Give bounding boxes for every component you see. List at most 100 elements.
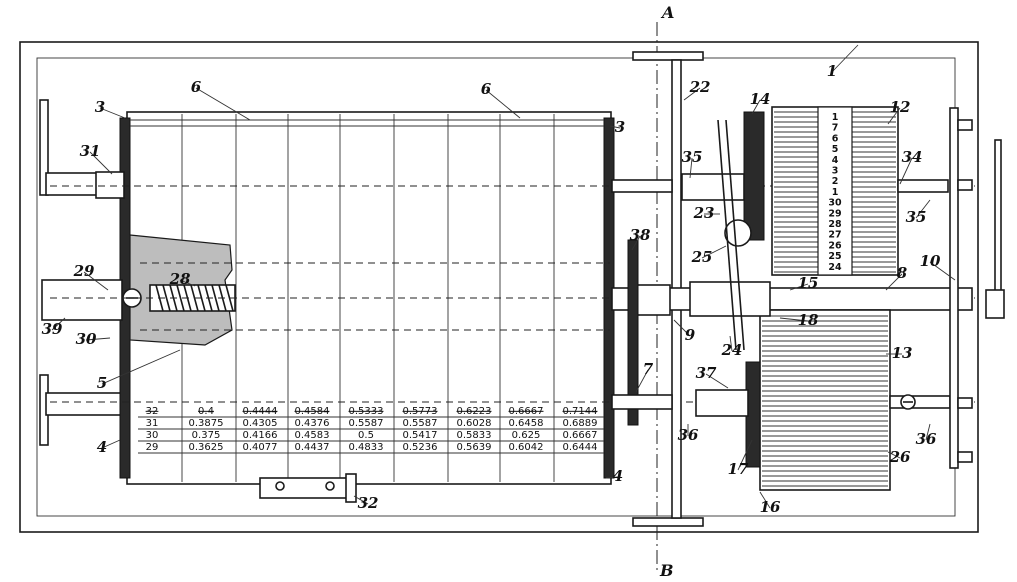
part-label: 28 xyxy=(169,270,191,288)
table-key: 31 xyxy=(146,418,159,429)
part-label: 3 xyxy=(95,98,105,116)
part-label: 6 xyxy=(191,78,202,96)
table-key: 30 xyxy=(146,430,159,441)
axis-label-b: B xyxy=(659,561,674,580)
part-label: 8 xyxy=(897,264,908,282)
part-label: 4 xyxy=(97,438,107,456)
axis-label-a: A xyxy=(660,3,674,22)
right-supports xyxy=(949,107,1005,469)
table-cell: 0.6458 xyxy=(509,418,544,429)
table-cell: 0.6444 xyxy=(563,442,598,453)
table-cell: 0.3875 xyxy=(189,418,224,429)
part-label: 15 xyxy=(798,274,819,292)
part-label: 12 xyxy=(890,98,911,116)
collar-31 xyxy=(95,171,125,199)
table-cell: 0.5587 xyxy=(403,418,438,429)
part-label: 9 xyxy=(685,326,696,344)
part-label: 7 xyxy=(643,360,654,378)
right-shafts xyxy=(681,119,951,417)
drum-table: 32 0.4 0.4444 0.4584 0.5333 0.5773 0.6223 0.666… xyxy=(138,406,604,454)
part-label: 18 xyxy=(798,311,819,329)
table-cell: 0.4 xyxy=(198,406,214,417)
part-label: 3 xyxy=(615,118,625,136)
part-label: 31 xyxy=(80,142,101,160)
table-cell: 0.5833 xyxy=(457,430,492,441)
scale-number: 5 xyxy=(832,144,839,155)
table-cell: 0.5 xyxy=(358,430,374,441)
scale-number: 24 xyxy=(828,262,842,273)
scale-number: 30 xyxy=(828,198,842,209)
table-cell: 0.5773 xyxy=(403,406,438,417)
table-cell: 0.4584 xyxy=(295,406,330,417)
table-cell: 0.6042 xyxy=(509,442,544,453)
scale-number: 2 xyxy=(832,176,839,187)
table-cell: 0.5236 xyxy=(403,442,438,453)
part-label: 39 xyxy=(42,320,63,338)
table-cell: 0.4583 xyxy=(295,430,330,441)
part-label: 13 xyxy=(892,344,913,362)
part-label: 26 xyxy=(889,448,911,466)
base-frame xyxy=(19,41,979,533)
table-cell: 0.4833 xyxy=(349,442,384,453)
table-cell: 0.5639 xyxy=(457,442,492,453)
part-label: 1 xyxy=(827,62,837,80)
screw-cutaway xyxy=(41,234,236,346)
scale-number: 1 xyxy=(832,112,839,123)
part-label: 4 xyxy=(613,467,623,485)
drum-13 xyxy=(759,309,891,491)
scale-number: 25 xyxy=(828,251,841,262)
part-label: 36 xyxy=(916,430,937,448)
table-cell: 0.6028 xyxy=(457,418,492,429)
scale-number: 6 xyxy=(832,133,839,144)
scale-number: 4 xyxy=(832,155,839,166)
table-cell: 0.5587 xyxy=(349,418,384,429)
scale-number: 7 xyxy=(832,123,839,134)
scale-number: 29 xyxy=(828,208,841,219)
table-cell: 0.6889 xyxy=(563,418,598,429)
table-cell: 0.4077 xyxy=(243,442,278,453)
table-cell: 0.4305 xyxy=(243,418,278,429)
part-label: 35 xyxy=(682,148,703,166)
part-label: 36 xyxy=(678,426,699,444)
table-key: 32 xyxy=(146,406,159,417)
part-label: 16 xyxy=(760,498,781,516)
part-label: 29 xyxy=(73,262,95,280)
table-cell: 0.7144 xyxy=(563,406,598,417)
table-key: 29 xyxy=(146,442,159,453)
part-label: 6 xyxy=(481,80,492,98)
part-label: 14 xyxy=(750,90,771,108)
table-cell: 0.4444 xyxy=(243,406,278,417)
scale-number: 28 xyxy=(828,219,842,230)
part-label: 23 xyxy=(693,204,715,222)
scale-number: 1 xyxy=(832,187,839,198)
scale-number: 3 xyxy=(832,166,839,177)
clamp-32 xyxy=(259,473,357,503)
table-cell: 0.3625 xyxy=(189,442,224,453)
part-label: 24 xyxy=(721,341,743,359)
table-cell: 0.6667 xyxy=(563,430,598,441)
table-cell: 0.6223 xyxy=(457,406,492,417)
table-cell: 0.5333 xyxy=(349,406,384,417)
part-label: 30 xyxy=(76,330,97,348)
part-label: 37 xyxy=(696,364,717,382)
part-label: 34 xyxy=(902,148,923,166)
part-label: 25 xyxy=(691,248,713,266)
part-label: 38 xyxy=(630,226,651,244)
scale-number: 26 xyxy=(828,240,842,251)
part-label: 32 xyxy=(358,494,379,512)
part-label: 17 xyxy=(728,460,749,478)
part-label: 22 xyxy=(689,78,711,96)
scale-number: 27 xyxy=(828,230,841,241)
table-cell: 0.375 xyxy=(192,430,221,441)
table-cell: 0.4437 xyxy=(295,442,330,453)
table-cell: 0.4376 xyxy=(295,418,330,429)
table-cell: 0.4166 xyxy=(243,430,278,441)
table-cell: 0.6667 xyxy=(509,406,544,417)
table-cell: 0.5417 xyxy=(403,430,438,441)
part-label: 10 xyxy=(920,252,941,270)
gear-14 xyxy=(743,111,765,241)
part-label: 5 xyxy=(97,374,107,392)
table-cell: 0.625 xyxy=(512,430,541,441)
